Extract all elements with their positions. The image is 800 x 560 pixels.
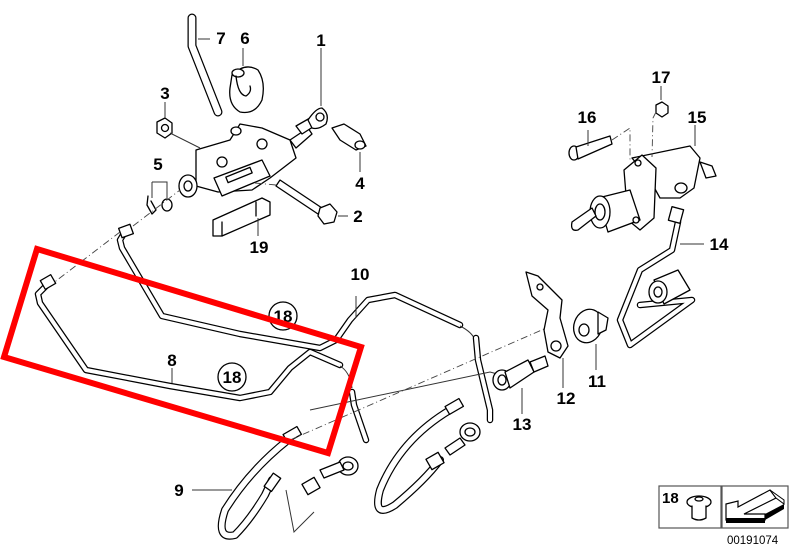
dash-line-pipe (51, 231, 121, 285)
callout-9[interactable]: 9 (174, 481, 183, 500)
pipe-8[interactable] (34, 282, 344, 402)
nut-17[interactable] (655, 101, 669, 118)
callout-17[interactable]: 17 (652, 68, 671, 87)
dash-line-2 (254, 182, 277, 186)
dash-line-16 (611, 127, 631, 162)
pipe-7[interactable] (187, 13, 223, 117)
retainer-5[interactable] (146, 195, 173, 215)
callout-7[interactable]: 7 (216, 29, 225, 48)
pin-4[interactable] (331, 123, 367, 151)
pipe-10-lower[interactable] (472, 334, 494, 424)
pipe-8-fitting (39, 274, 57, 290)
connector-plugs[interactable] (301, 422, 481, 496)
highlight-box (0, 245, 365, 457)
callout-6[interactable]: 6 (240, 29, 249, 48)
callout-2[interactable]: 2 (353, 207, 362, 226)
dash-line-5 (132, 189, 181, 227)
cap-6[interactable] (229, 66, 264, 114)
hose-9-right[interactable] (373, 397, 465, 514)
callout-13[interactable]: 13 (513, 415, 532, 434)
callout-16[interactable]: 16 (578, 108, 597, 127)
legend-item-box (658, 485, 722, 529)
curve-connector-10 (459, 325, 476, 341)
svg-text:18: 18 (223, 368, 242, 387)
direction-arrow-icon (725, 489, 785, 523)
callout-15[interactable]: 15 (688, 108, 707, 127)
pipe-8-lower[interactable] (348, 388, 370, 444)
circled-callout-18-lower[interactable]: 18 (217, 362, 247, 392)
dash-line-17 (651, 111, 657, 158)
callout-11[interactable]: 11 (588, 372, 606, 391)
valve-13[interactable] (492, 355, 549, 391)
bolt-16[interactable] (568, 135, 613, 161)
callout-14[interactable]: 14 (710, 235, 729, 254)
pipe-14[interactable] (616, 206, 696, 349)
clip-grommet-icon (686, 495, 712, 521)
damper[interactable] (648, 269, 691, 305)
clevis-1[interactable] (295, 107, 328, 135)
bolt-2[interactable] (275, 179, 338, 225)
callout-10[interactable]: 10 (351, 265, 370, 284)
callout-1[interactable]: 1 (316, 31, 325, 50)
legend-item-number: 18 (662, 490, 679, 507)
nut-3[interactable] (156, 117, 173, 139)
clip-19[interactable] (212, 197, 271, 237)
callout-8[interactable]: 8 (167, 351, 176, 370)
legend: 18 00191074 (658, 485, 789, 547)
master-cylinder[interactable] (178, 123, 313, 198)
pipe-10[interactable] (116, 226, 464, 352)
callout-4[interactable]: 4 (355, 174, 365, 193)
seal-11[interactable] (569, 305, 609, 347)
callout-19[interactable]: 19 (250, 238, 269, 257)
dash-line-3 (169, 132, 201, 149)
callout-12[interactable]: 12 (557, 389, 576, 408)
callout-3[interactable]: 3 (160, 84, 169, 103)
image-code: 00191074 (727, 535, 779, 547)
pipe-10-fitting (118, 223, 134, 239)
leader-9-branch (285, 489, 315, 534)
slave-cylinder-15[interactable] (570, 145, 717, 233)
callout-5[interactable]: 5 (153, 155, 162, 174)
bracket-12[interactable] (525, 271, 569, 359)
